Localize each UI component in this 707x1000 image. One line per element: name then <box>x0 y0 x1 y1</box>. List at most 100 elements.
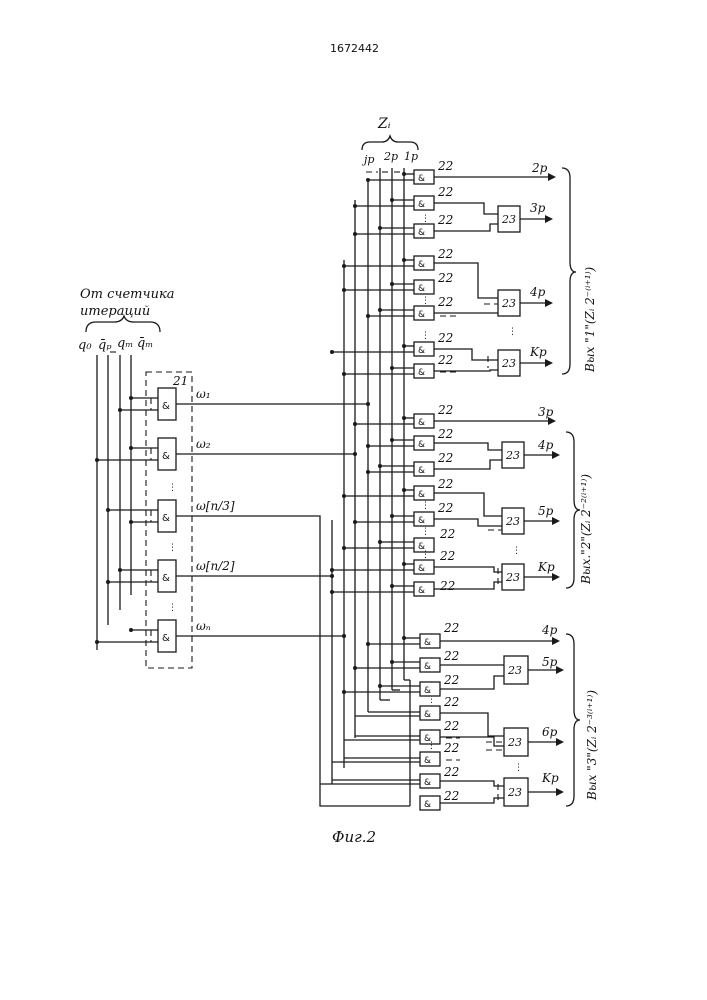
group3-brace <box>566 634 580 806</box>
counter-label-line2: итераций <box>80 304 150 319</box>
zi-label: Zᵢ <box>377 116 391 132</box>
svg-text:23: 23 <box>505 571 520 584</box>
svg-text:23: 23 <box>507 664 522 677</box>
svg-text:⋮: ⋮ <box>427 695 436 705</box>
input-label-qm: qₘ <box>117 336 133 351</box>
group3-output-kp: Kp <box>541 771 559 785</box>
svg-text:&: & <box>418 368 425 378</box>
svg-text:22: 22 <box>437 427 453 441</box>
svg-text:22: 22 <box>437 353 453 367</box>
zi-brace <box>362 136 418 150</box>
input-label-qm-bar: q̄ₘ <box>137 336 153 351</box>
group2-label: Вых."2"(Zᵢ 2⁻²⁽ⁱ⁺¹⁾) <box>579 474 593 585</box>
svg-text:&: & <box>424 778 431 788</box>
svg-text:&: & <box>418 260 425 270</box>
svg-text:22: 22 <box>437 331 453 345</box>
svg-text:⋮: ⋮ <box>514 763 523 773</box>
input-label-qp: q̄ₚ <box>98 338 112 353</box>
svg-text:&: & <box>162 573 170 584</box>
group2-gate-labels: 22 22 22 22 22 22 22 22 <box>437 403 455 593</box>
svg-text:23: 23 <box>501 213 516 226</box>
svg-text:22: 22 <box>443 741 459 755</box>
svg-text:&: & <box>418 174 425 184</box>
svg-text:22: 22 <box>443 789 459 803</box>
svg-text:&: & <box>424 800 431 810</box>
svg-text:22: 22 <box>443 621 459 635</box>
group1-gates: & & & & & & & & <box>414 170 434 378</box>
svg-text:⋮: ⋮ <box>508 327 517 337</box>
svg-text:23: 23 <box>507 736 522 749</box>
group1-output-kp: Kp <box>529 345 547 359</box>
svg-text:&: & <box>418 310 425 320</box>
group1-output-3p: 3p <box>530 201 546 215</box>
and-symbol: & <box>162 401 170 412</box>
group2-output-3p: 3p <box>538 405 554 419</box>
block21-gate-n: & <box>97 620 176 652</box>
zi-sub-2p: 2p <box>383 150 398 163</box>
svg-text:&: & <box>418 466 425 476</box>
svg-text:22: 22 <box>443 673 459 687</box>
svg-text:&: & <box>418 586 425 596</box>
svg-text:22: 22 <box>443 695 459 709</box>
svg-text:22: 22 <box>437 159 453 173</box>
svg-text:&: & <box>418 200 425 210</box>
svg-text:⋮: ⋮ <box>421 527 430 537</box>
omega2-label: ω₂ <box>196 437 211 451</box>
svg-text:⋮: ⋮ <box>421 501 430 511</box>
svg-text:23: 23 <box>505 449 520 462</box>
group1-label: Вых "1"(Zᵢ 2⁻⁽ⁱ⁺¹⁾) <box>583 266 597 373</box>
svg-text:&: & <box>424 662 431 672</box>
svg-text:23: 23 <box>505 515 520 528</box>
zi-sub-1p: 1p <box>404 150 418 163</box>
svg-text:22: 22 <box>437 185 453 199</box>
svg-text:⋮: ⋮ <box>168 603 177 613</box>
omega1-label: ω₁ <box>196 387 211 401</box>
svg-text:⋮: ⋮ <box>421 550 430 560</box>
counter-label-line1: От счетчика <box>80 287 174 302</box>
group1-or-gates: 23 23 23 ⋮ <box>434 203 520 376</box>
svg-text:23: 23 <box>507 786 522 799</box>
svg-text:⋮: ⋮ <box>421 331 430 341</box>
svg-text:&: & <box>418 418 425 428</box>
svg-text:&: & <box>418 228 425 238</box>
svg-text:⋮: ⋮ <box>421 214 430 224</box>
svg-text:23: 23 <box>501 297 516 310</box>
svg-text:&: & <box>162 633 170 644</box>
svg-text:⋮: ⋮ <box>168 483 177 493</box>
svg-text:22: 22 <box>437 501 453 515</box>
patent-number: 1672442 <box>330 42 379 55</box>
svg-text:&: & <box>418 516 425 526</box>
svg-text:⋮: ⋮ <box>512 546 521 556</box>
svg-text:22: 22 <box>437 295 453 309</box>
svg-text:⋮: ⋮ <box>168 543 177 553</box>
svg-text:&: & <box>424 638 431 648</box>
group1-output-2p: 2p <box>531 161 548 175</box>
svg-text:&: & <box>418 440 425 450</box>
svg-text:⋮: ⋮ <box>421 296 430 306</box>
svg-text:&: & <box>418 346 425 356</box>
group3-gate-labels: 22 22 22 22 22 22 22 22 <box>443 621 459 803</box>
svg-text:&: & <box>418 490 425 500</box>
svg-text:22: 22 <box>439 527 455 541</box>
svg-text:22: 22 <box>443 719 459 733</box>
input-label-q0: q₀ <box>78 338 92 353</box>
group3-output-5p: 5p <box>542 655 558 669</box>
group1-brace <box>562 168 576 374</box>
omega-n3-label: ω[n/3] <box>196 499 235 513</box>
svg-text:&: & <box>424 756 431 766</box>
group2-output-kp: Kp <box>537 560 555 574</box>
group1-output-4p: 4p <box>529 285 546 299</box>
svg-text:&: & <box>162 451 170 462</box>
svg-text:22: 22 <box>439 579 455 593</box>
svg-text:&: & <box>418 284 425 294</box>
svg-text:22: 22 <box>443 765 459 779</box>
svg-text:22: 22 <box>437 213 453 227</box>
svg-text:22: 22 <box>437 403 453 417</box>
omega-n-label: ωₙ <box>196 619 211 633</box>
svg-text:22: 22 <box>437 477 453 491</box>
block21-label: 21 <box>172 374 188 388</box>
svg-text:&: & <box>162 513 170 524</box>
svg-text:22: 22 <box>437 451 453 465</box>
block21-gate-n3: & <box>108 500 176 532</box>
svg-text:22: 22 <box>437 247 453 261</box>
